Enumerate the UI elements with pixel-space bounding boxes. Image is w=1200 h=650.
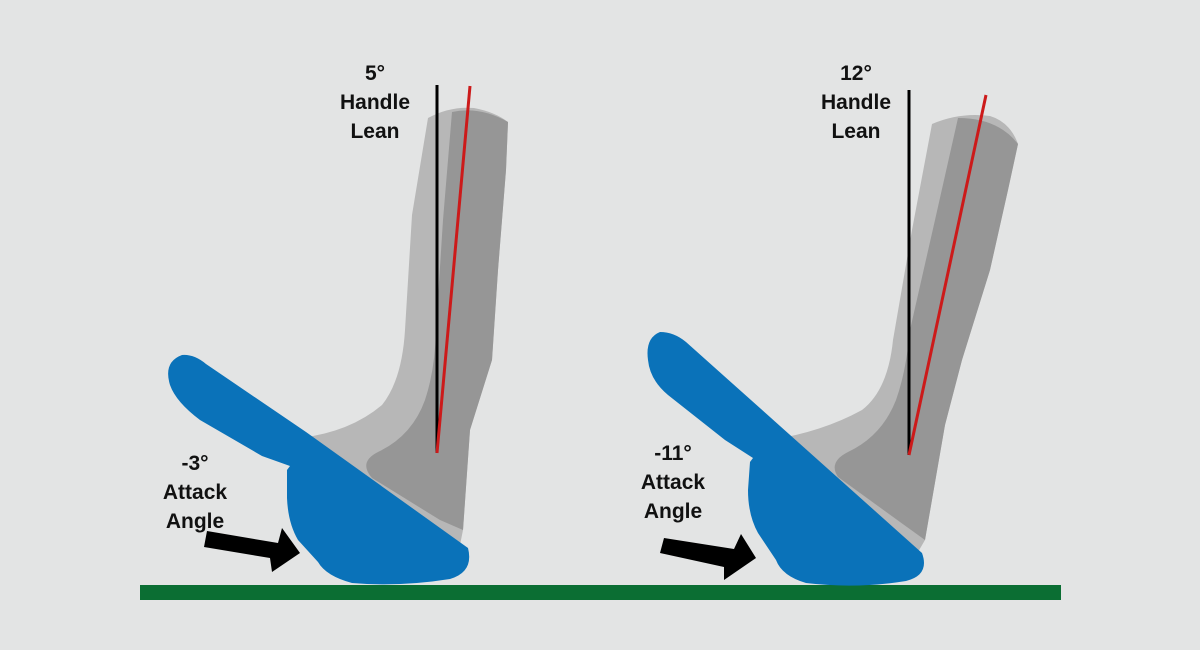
- left-attack-angle-text-1: Attack: [162, 481, 228, 504]
- right-club: [647, 90, 1018, 586]
- right-attack-arrow: [660, 534, 756, 580]
- right-handle-lean-label: 12° Handle Lean: [796, 59, 916, 146]
- left-attack-angle-value: -3°: [181, 452, 209, 475]
- left-shaft-angle-line: [435, 85, 472, 454]
- left-attack-angle-text-2: Angle: [165, 510, 225, 533]
- right-attack-angle-text-1: Attack: [640, 471, 706, 494]
- right-clubface: [647, 332, 924, 586]
- right-handle-lean-text-2: Lean: [831, 120, 881, 143]
- right-handle-lean-text-1: Handle: [820, 91, 891, 114]
- left-handle-lean-text-2: Lean: [350, 120, 400, 143]
- left-handle-lean-value: 5°: [364, 62, 386, 85]
- left-club: [168, 85, 508, 585]
- right-shaft-dark: [834, 118, 1018, 540]
- left-handle-lean-text-1: Handle: [339, 91, 410, 114]
- right-shaft-angle-line: [907, 94, 988, 456]
- right-handle-lean-value: 12°: [840, 62, 872, 85]
- left-attack-arrow: [204, 528, 300, 572]
- left-handle-lean-label: 5° Handle Lean: [315, 59, 435, 146]
- right-attack-angle-value: -11°: [654, 442, 692, 465]
- right-attack-angle-label: -11° Attack Angle: [613, 439, 733, 526]
- left-attack-angle-label: -3° Attack Angle: [135, 449, 255, 536]
- ground-line: [140, 585, 1061, 600]
- left-clubface: [168, 354, 470, 585]
- right-attack-angle-text-2: Angle: [643, 500, 703, 523]
